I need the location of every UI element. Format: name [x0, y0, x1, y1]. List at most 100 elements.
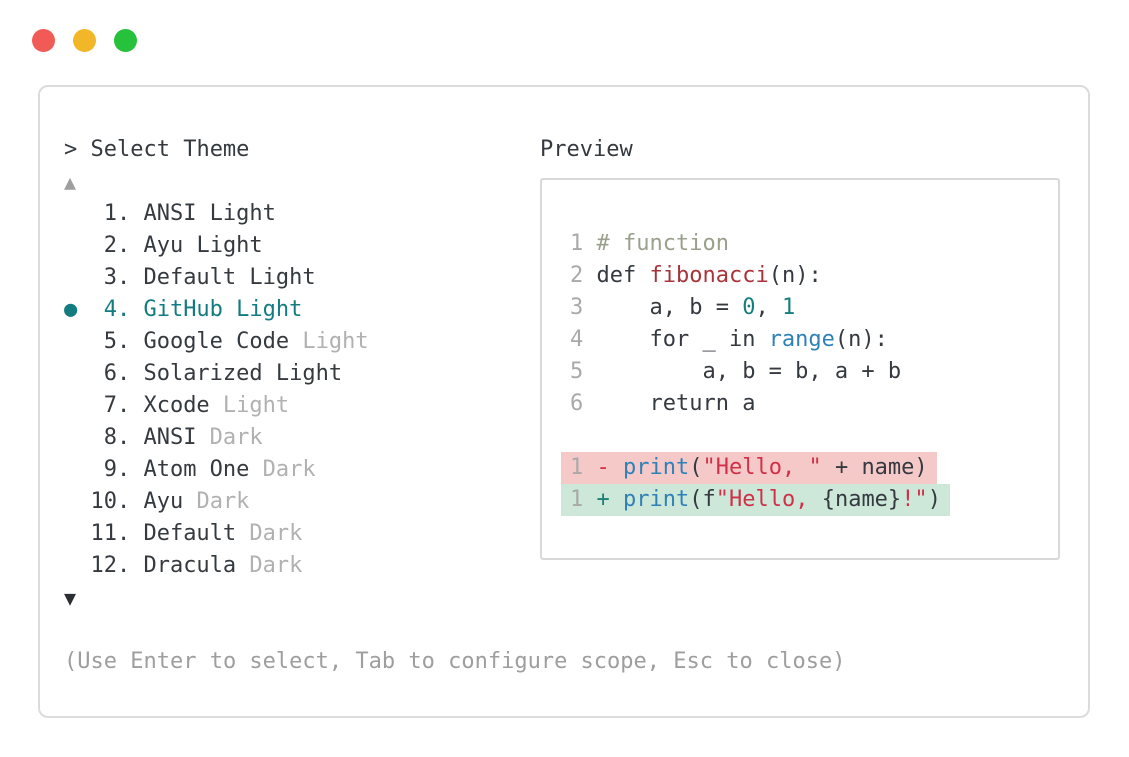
code-token-plain: (n):: [834, 327, 888, 352]
theme-list-item[interactable]: 6.Solarized Light: [64, 358, 540, 390]
code-token-linenum: 3: [570, 295, 597, 320]
item-marker: [64, 326, 90, 358]
item-name: ANSI: [143, 425, 197, 450]
code-token-string: !": [901, 487, 928, 512]
item-variant: Light: [236, 265, 316, 290]
code-line: 6 return a: [570, 388, 1058, 420]
item-variant: Dark: [183, 489, 250, 514]
item-variant: Light: [183, 233, 263, 258]
item-number: 7.: [103, 393, 131, 418]
selected-item-bullet-icon: ●: [64, 297, 78, 322]
theme-list-item[interactable]: ●4.GitHub Light: [64, 294, 540, 326]
item-name: Dracula: [143, 553, 237, 578]
item-marker: [64, 454, 90, 486]
code-token-plain: ,: [755, 295, 782, 320]
item-name: Ayu: [143, 233, 184, 258]
diff-removed-line: 1 - print("Hello, " + name): [561, 452, 1058, 484]
theme-list-item[interactable]: 7.Xcode Light: [64, 390, 540, 422]
code-token-plain: (f: [689, 487, 716, 512]
code-line-content: 5 a, b = b, a + b: [561, 356, 910, 388]
theme-list-item[interactable]: 11. Default Dark: [64, 518, 540, 550]
code-token-removed_marker: -: [596, 455, 623, 480]
item-marker: [64, 422, 90, 454]
code-token-linenum: 5: [570, 359, 597, 384]
code-token-plain: {name}: [821, 487, 902, 512]
code-token-plain: for _ in: [596, 327, 769, 352]
theme-list-item[interactable]: 10. Ayu Dark: [64, 486, 540, 518]
item-name: Default: [143, 265, 237, 290]
code-token-plain: def: [596, 263, 650, 288]
minimize-button-icon[interactable]: [73, 29, 96, 52]
item-variant: Light: [222, 297, 303, 322]
code-token-linenum: 2: [570, 263, 597, 288]
code-line: 2 def fibonacci(n):: [570, 260, 1058, 292]
code-token-defname: fibonacci: [649, 263, 769, 288]
item-number: 6.: [103, 361, 131, 386]
scroll-down-indicator[interactable]: ▼: [64, 586, 77, 610]
item-name: Default: [143, 521, 237, 546]
close-button-icon[interactable]: [32, 29, 55, 52]
code-token-number: 1: [781, 295, 796, 320]
item-name: ANSI: [143, 201, 197, 226]
code-token-string: "Hello,: [715, 487, 822, 512]
item-variant: Light: [289, 329, 369, 354]
code-line-content: 3 a, b = 0, 1: [561, 292, 804, 324]
item-variant: Dark: [196, 425, 263, 450]
item-number: 8.: [103, 425, 131, 450]
item-number: 11.: [90, 521, 131, 546]
keyboard-hint: (Use Enter to select, Tab to configure s…: [64, 649, 846, 674]
item-marker: [64, 518, 90, 550]
theme-list-item[interactable]: 9.Atom One Dark: [64, 454, 540, 486]
code-token-comment: # function: [596, 231, 729, 256]
code-token-linenum: 6: [570, 391, 597, 416]
theme-list-item[interactable]: 12. Dracula Dark: [64, 550, 540, 582]
code-token-plain: return a: [596, 391, 756, 416]
theme-list-item[interactable]: 5.Google Code Light: [64, 326, 540, 358]
code-token-linenum: 4: [570, 327, 597, 352]
item-marker: [64, 486, 90, 518]
item-marker: [64, 262, 90, 294]
item-number: 3.: [103, 265, 131, 290]
theme-list-item[interactable]: 3. Default Light: [64, 262, 540, 294]
code-token-builtin: print: [623, 455, 690, 480]
item-number: 5.: [103, 329, 131, 354]
code-token-builtin: range: [768, 327, 835, 352]
code-token-plain: a, b = b, a + b: [596, 359, 902, 384]
scroll-up-indicator[interactable]: ▲: [64, 170, 77, 194]
item-marker: [64, 358, 90, 390]
theme-list-item[interactable]: 1.ANSI Light: [64, 198, 540, 230]
item-name: Ayu: [143, 489, 184, 514]
code-token-plain: (: [689, 455, 703, 480]
code-line-content: 6 return a: [561, 388, 764, 420]
code-token-plain: ): [927, 487, 941, 512]
code-token-added_marker: +: [596, 487, 623, 512]
spacer-row: [64, 614, 1062, 646]
code-line: 3 a, b = 0, 1: [570, 292, 1058, 324]
theme-list-item[interactable]: 8. ANSI Dark: [64, 422, 540, 454]
zoom-button-icon[interactable]: [114, 29, 137, 52]
item-name: Solarized: [143, 361, 263, 386]
item-variant: Dark: [236, 521, 303, 546]
code-token-builtin: print: [623, 487, 690, 512]
prompt-marker: >: [64, 137, 78, 162]
code-line-content: 4 for _ in range(n):: [561, 324, 897, 356]
code-line: 4 for _ in range(n):: [570, 324, 1058, 356]
dialog-header: >Select Theme: [64, 134, 540, 166]
code-token-string: "Hello, ": [702, 455, 822, 480]
code-token-linenum: 1: [570, 455, 597, 480]
item-number: 4.: [103, 297, 131, 322]
item-variant: Dark: [236, 553, 303, 578]
item-number: 12.: [90, 553, 131, 578]
item-name: Atom One: [143, 457, 250, 482]
theme-list-item[interactable]: 2.Ayu Light: [64, 230, 540, 262]
item-variant: Light: [209, 393, 290, 418]
diff-added-line: 1 + print(f"Hello, {name}!"): [561, 484, 1058, 516]
item-number: 10.: [90, 489, 131, 514]
item-variant: Light: [196, 201, 276, 226]
code-token-plain: a, b =: [596, 295, 743, 320]
